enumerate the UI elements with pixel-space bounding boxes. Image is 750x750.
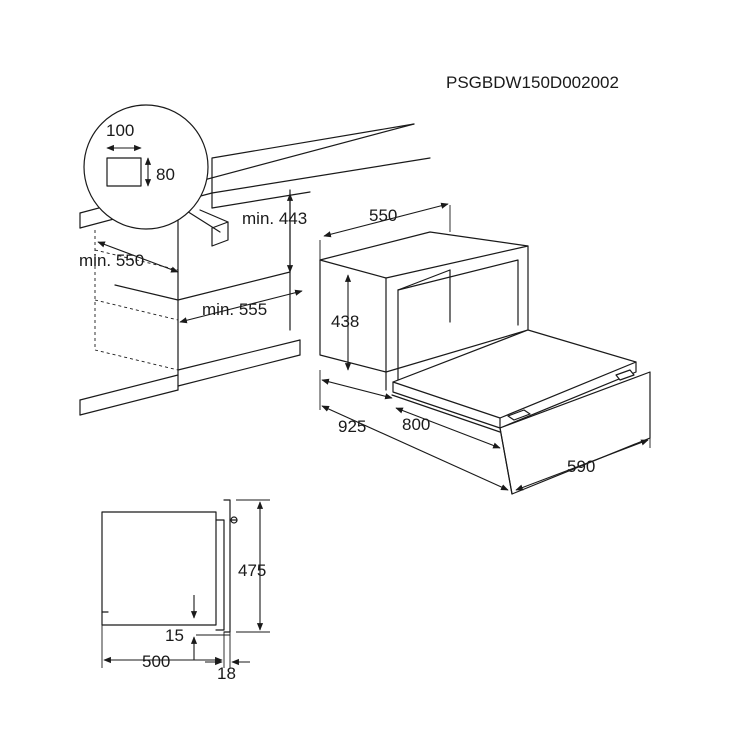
- vent-detail-callout: 100 80: [83, 104, 221, 233]
- min-443-label: min. 443: [242, 209, 307, 228]
- drawer-dimensions: 550 438 925 800 590: [319, 202, 651, 491]
- height-438-label: 438: [331, 312, 359, 331]
- drawing-code: PSGBDW150D002002: [446, 73, 619, 92]
- depth-550-label: 550: [369, 206, 397, 225]
- warming-drawer: [319, 231, 651, 495]
- side-18-label: 18: [217, 664, 236, 683]
- min-550-label: min. 550: [79, 251, 144, 270]
- min-555-label: min. 555: [202, 300, 267, 319]
- side-view-dimensions: 475 15 500 18: [103, 501, 266, 683]
- depth-925-label: 925: [338, 417, 366, 436]
- vent-height-label: 80: [156, 165, 175, 184]
- side-15-label: 15: [165, 626, 184, 645]
- side-500-label: 500: [142, 652, 170, 671]
- side-475-label: 475: [238, 561, 266, 580]
- vent-width-label: 100: [106, 121, 134, 140]
- cabinet-dimensions: min. 443 min. 550 min. 555: [79, 193, 307, 324]
- depth-800-label: 800: [402, 415, 430, 434]
- side-view: [101, 499, 270, 668]
- width-590-label: 590: [567, 457, 595, 476]
